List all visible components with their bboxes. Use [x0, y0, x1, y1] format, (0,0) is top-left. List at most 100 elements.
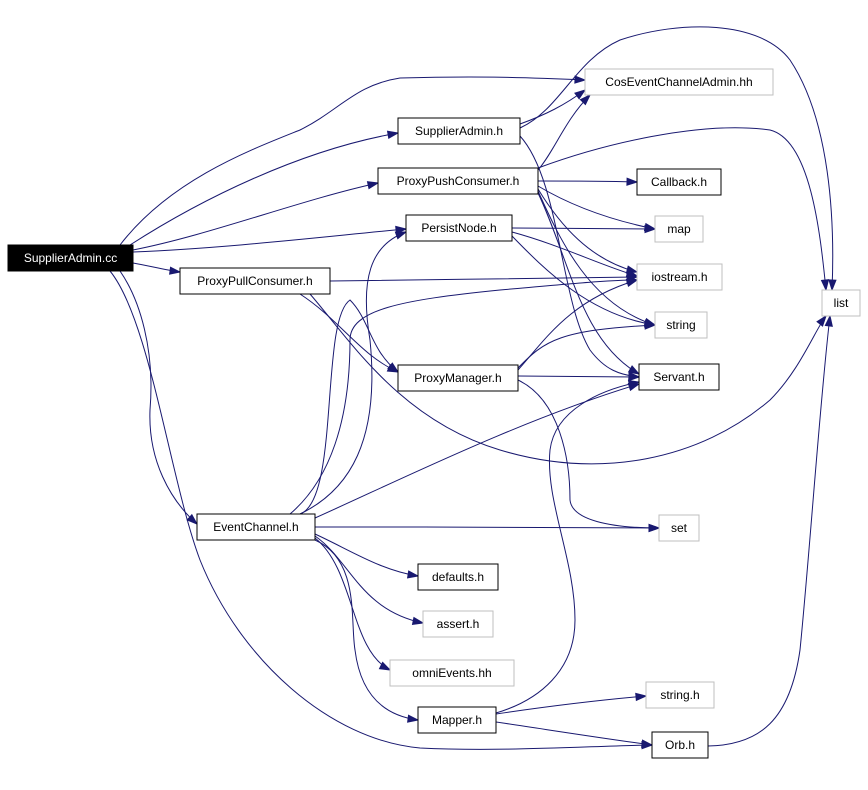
node-box	[196, 513, 316, 541]
edge-line	[495, 381, 640, 714]
edge-line	[519, 135, 640, 378]
edge-proxypushconsumer-h-to-list	[537, 127, 830, 292]
edge-arrowhead	[579, 93, 592, 106]
edge-supplieradmin-cc-to-persistnode-h	[132, 225, 408, 253]
edge-line	[517, 375, 640, 378]
edge-supplieradmin-cc-to-orb-h	[109, 270, 654, 750]
edge-supplieradmin-cc-to-proxypushconsumer-h	[132, 181, 380, 251]
edge-line	[537, 185, 656, 230]
edge-line	[519, 89, 586, 125]
edge-line	[314, 383, 640, 519]
edge-proxypushconsumer-h-to-callback-h	[537, 177, 639, 186]
node-coseventchanneladmin-hh: CosEventChannelAdmin.hh	[584, 68, 774, 96]
edge-eventchannel-h-to-set	[314, 523, 661, 533]
node-label: CosEventChannelAdmin.hh	[605, 75, 752, 89]
edge-proxypushconsumer-h-to-coseventchanneladmin-hh	[537, 93, 592, 171]
edge-supplieradmin-cc-to-coseventchanneladmin-hh	[119, 75, 587, 246]
edge-line	[511, 227, 656, 230]
edge-eventchannel-h-to-proxymanager-h	[299, 299, 400, 515]
node-label: EventChannel.h	[213, 520, 298, 534]
edge-arrowhead	[386, 130, 400, 139]
edge-line	[314, 526, 660, 529]
edge-mapper-h-to-orb-h	[495, 721, 654, 748]
node-eventchannel-h[interactable]: EventChannel.h	[196, 513, 316, 541]
edge-proxypushconsumer-h-to-iostream-h	[537, 188, 639, 274]
edge-supplieradmin-cc-to-eventchannel-h	[119, 270, 199, 526]
edge-line	[537, 188, 638, 273]
edge-arrowhead	[411, 616, 425, 625]
node-mapper-h[interactable]: Mapper.h	[417, 706, 497, 734]
edge-line	[517, 379, 660, 529]
node-box	[389, 659, 515, 687]
edge-line	[519, 26, 834, 291]
edge-arrowhead	[626, 177, 639, 186]
edge-line	[511, 235, 656, 326]
edge-arrowhead	[635, 692, 648, 702]
edge-arrowhead	[627, 365, 641, 375]
edge-line	[495, 721, 653, 746]
node-label: assert.h	[437, 617, 480, 631]
node-defaults-h[interactable]: defaults.h	[417, 563, 499, 591]
node-box	[636, 168, 722, 196]
edge-proxypullconsumer-h-to-list	[309, 293, 827, 465]
node-servant-h[interactable]: Servant.h	[638, 363, 720, 391]
node-supplieradmin-h[interactable]: SupplierAdmin.h	[397, 117, 521, 145]
edge-line	[314, 537, 391, 671]
edge-arrowhead	[824, 314, 833, 327]
edge-eventchannel-h-to-persistnode-h	[299, 231, 408, 515]
edge-line	[299, 299, 399, 515]
edge-mapper-h-to-string-h	[495, 692, 648, 715]
node-box	[821, 289, 861, 317]
node-label: set	[671, 521, 688, 535]
edge-line	[299, 293, 399, 373]
node-persistnode-h[interactable]: PersistNode.h	[405, 214, 513, 242]
edge-arrowhead	[366, 181, 380, 190]
edge-arrowhead	[407, 714, 420, 723]
node-box	[636, 263, 723, 291]
node-proxymanager-h[interactable]: ProxyManager.h	[397, 364, 519, 392]
node-label: ProxyPullConsumer.h	[197, 274, 312, 288]
node-supplieradmin-cc[interactable]: SupplierAdmin.cc	[7, 244, 134, 272]
edge-arrowhead	[644, 321, 657, 330]
edge-arrowhead	[387, 362, 400, 373]
edge-line	[707, 315, 831, 747]
edge-proxymanager-h-to-servant-h	[517, 372, 641, 382]
node-box	[179, 267, 331, 295]
edge-arrowhead	[648, 523, 661, 533]
edge-eventchannel-h-to-assert-h	[314, 535, 425, 625]
edge-persistnode-h-to-map	[511, 224, 657, 234]
edge-arrowhead	[169, 266, 182, 275]
node-box	[651, 731, 709, 759]
node-proxypushconsumer-h[interactable]: ProxyPushConsumer.h	[377, 167, 539, 195]
node-callback-h[interactable]: Callback.h	[636, 168, 722, 196]
node-string-h: string.h	[645, 681, 715, 709]
node-box	[638, 363, 720, 391]
edge-arrowhead	[820, 279, 830, 292]
node-orb-h[interactable]: Orb.h	[651, 731, 709, 759]
edge-arrowhead	[627, 379, 641, 389]
node-omnievents-hh: omniEvents.hh	[389, 659, 515, 687]
node-proxypullconsumer-h[interactable]: ProxyPullConsumer.h	[179, 267, 331, 295]
edge-arrowhead	[644, 224, 657, 234]
edge-line	[309, 293, 827, 465]
edge-arrowhead	[816, 314, 827, 327]
edge-line	[329, 276, 638, 282]
edge-line	[517, 324, 656, 369]
edge-arrowhead	[186, 513, 199, 526]
edge-proxypullconsumer-h-to-proxymanager-h	[299, 293, 400, 373]
node-label: defaults.h	[432, 570, 484, 584]
node-label: map	[667, 222, 691, 236]
edge-proxymanager-h-to-set	[517, 379, 661, 533]
node-list: list	[821, 289, 861, 317]
node-label: PersistNode.h	[421, 221, 496, 235]
node-label: iostream.h	[651, 270, 707, 284]
node-box	[377, 167, 539, 195]
edge-eventchannel-h-to-omnievents-hh	[314, 537, 392, 671]
node-label: string	[666, 318, 695, 332]
edge-supplieradmin-cc-to-supplieradmin-h	[129, 130, 400, 246]
node-label: Callback.h	[651, 175, 707, 189]
node-label: ProxyManager.h	[414, 371, 501, 385]
node-box	[7, 244, 134, 272]
edge-proxypushconsumer-h-to-servant-h	[537, 192, 641, 375]
edge-arrowhead	[378, 661, 392, 671]
